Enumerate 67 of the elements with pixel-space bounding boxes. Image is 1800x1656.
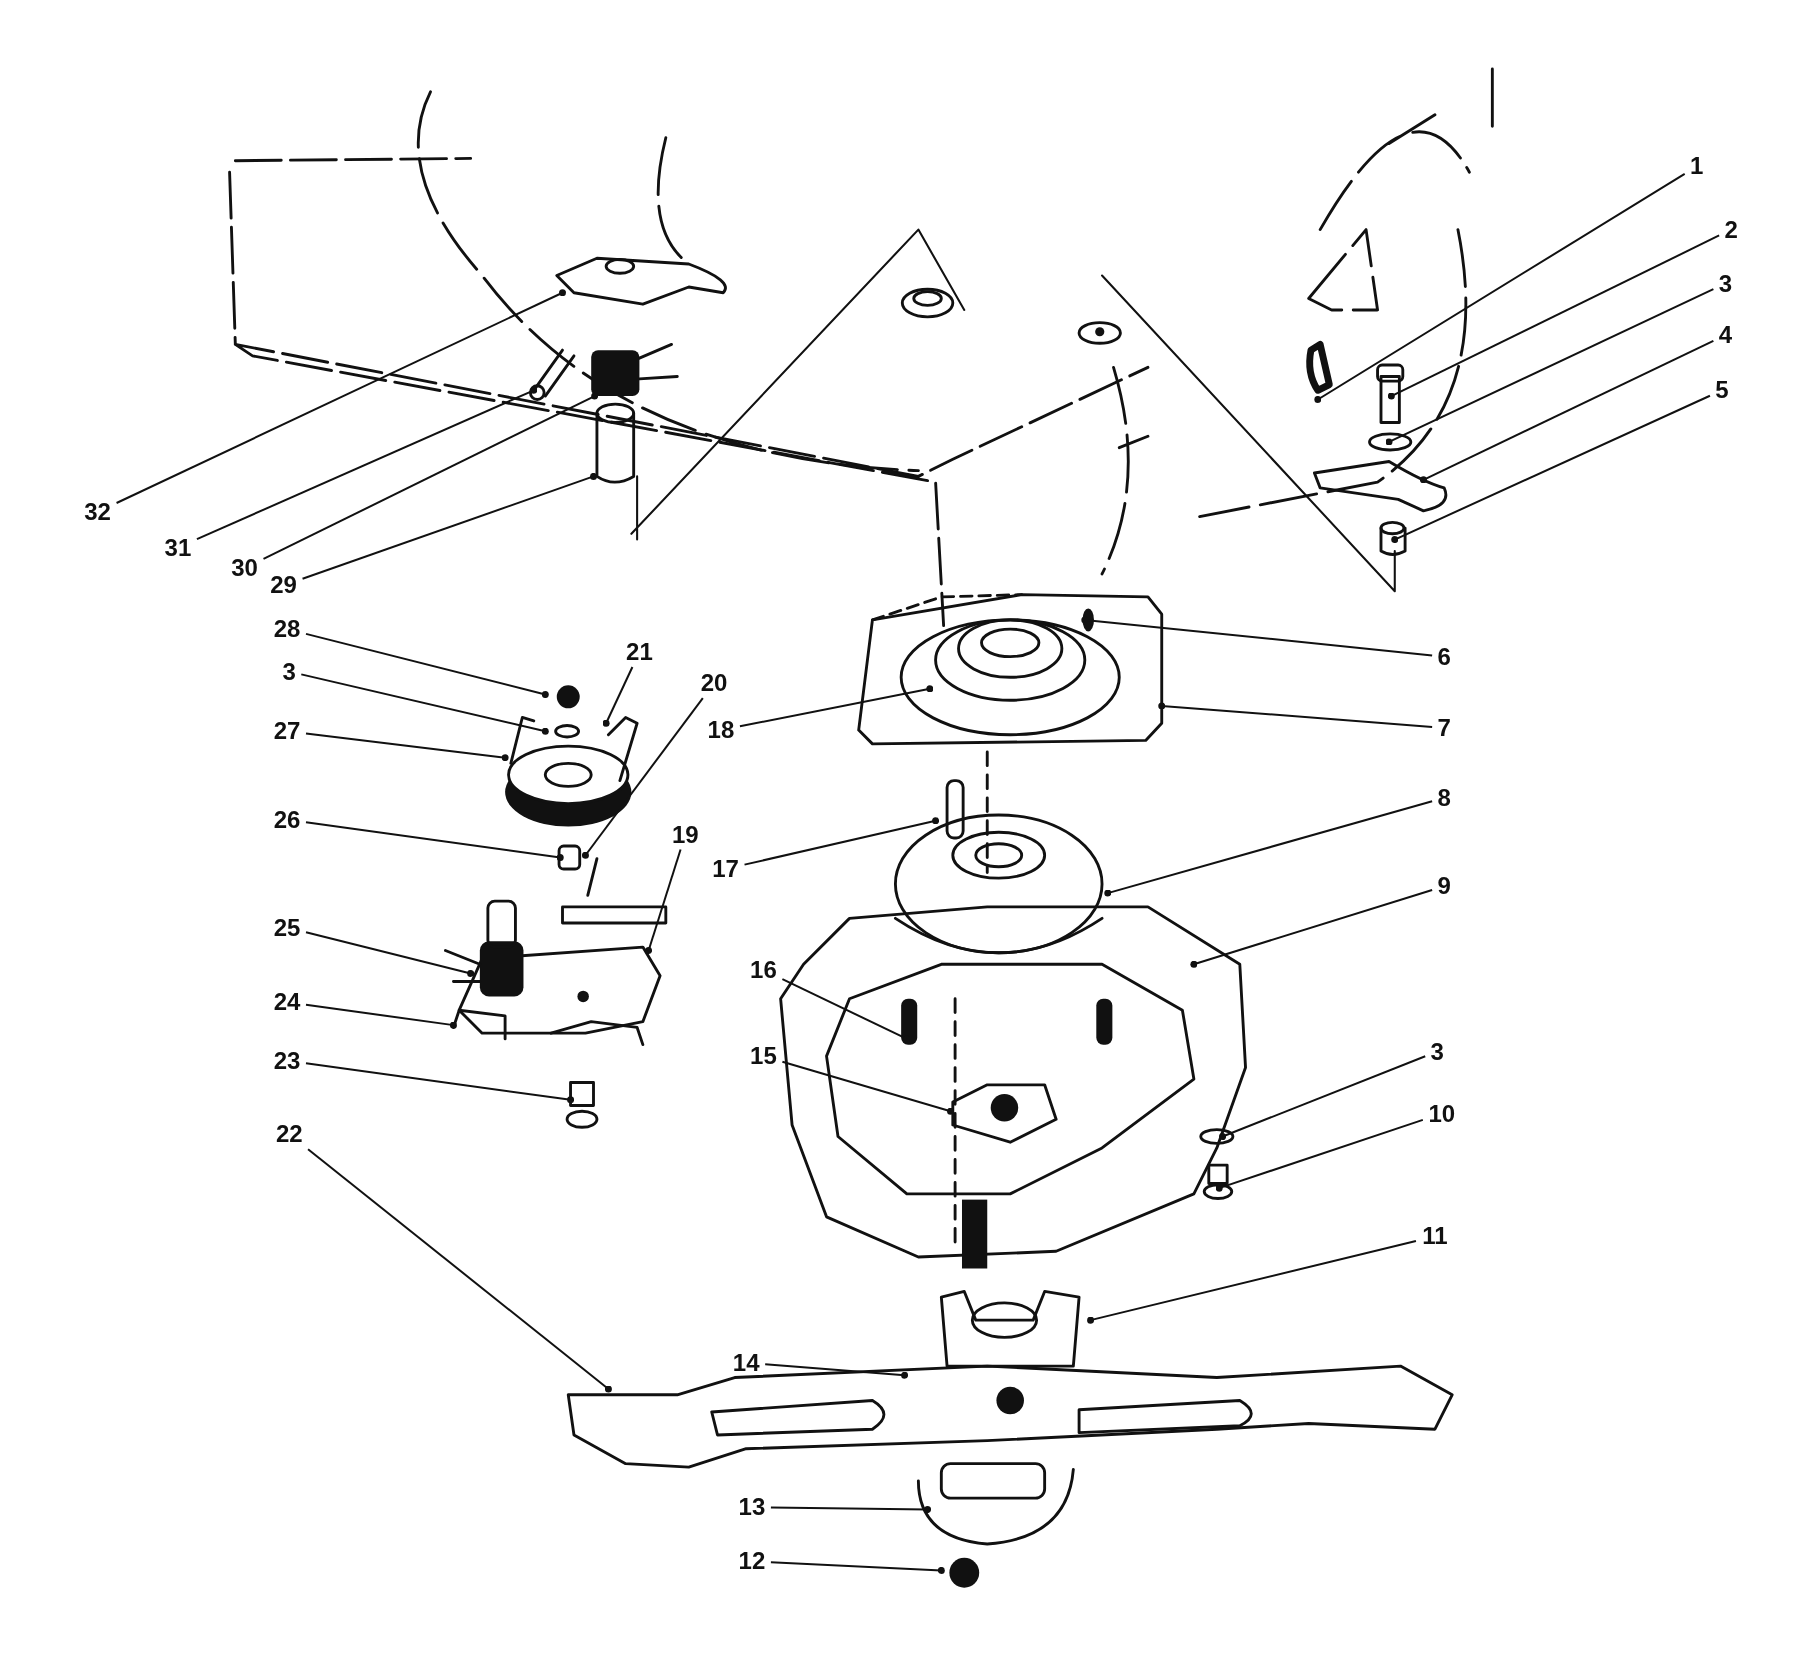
leader-line [307,1148,612,1393]
leader-line [1158,702,1434,728]
leader-line [769,1506,932,1514]
callout-number: 30 [225,553,264,584]
callout-number: 4 [1713,320,1738,351]
callout-number: 3 [1713,268,1738,299]
callout-number: 27 [268,716,306,747]
leader-line [305,632,549,698]
callout-number: 31 [158,532,197,563]
leader-line [1314,172,1686,403]
callout-number: 6 [1432,641,1457,672]
callout-number: 8 [1432,782,1457,813]
leader-line [305,821,564,862]
callout-number: 20 [695,668,733,699]
leader-line [1087,1240,1417,1324]
callout-number: 32 [78,497,117,527]
callout-number: 10 [1422,1098,1461,1129]
callout-number: 15 [744,1041,783,1072]
callout-number: 18 [701,715,740,746]
callout-number: 9 [1432,871,1457,902]
callout-number: 17 [706,854,745,884]
leader-line [301,472,597,580]
leader-line [602,666,634,727]
callout-number: 3 [1425,1036,1450,1067]
leader-line [1219,1055,1427,1140]
leader-line [1391,394,1711,544]
leader-line [581,697,704,859]
callout-number: 12 [732,1546,771,1577]
leader-line [305,931,475,977]
leader-line [1387,234,1721,400]
leader-line [781,1060,954,1115]
callout-number: 26 [268,804,306,835]
callout-number: 7 [1432,712,1457,743]
callout-number: 5 [1709,375,1734,406]
leader-line [1385,288,1715,446]
leader-line [1104,800,1434,897]
leader-line [743,817,940,866]
callout-number: 19 [666,819,705,850]
callout-number: 23 [268,1045,306,1076]
callout-number: 16 [744,955,783,985]
callout-number: 24 [268,987,306,1018]
leader-line [305,1062,575,1104]
leader-line [769,1561,945,1574]
leader-line [1215,1118,1424,1192]
leader-line [305,1003,457,1029]
callout-number: 1 [1684,151,1709,182]
callout-number: 3 [277,656,302,687]
callout-number: 13 [732,1492,771,1523]
leader-line [645,848,682,954]
callout-number: 25 [268,912,306,943]
leader-line [195,386,538,541]
callout-number: 22 [270,1119,309,1150]
leader-line [262,392,599,560]
leader-line [1419,339,1715,484]
leader-line [115,289,566,505]
callout-number: 11 [1415,1221,1454,1252]
callout-number: 21 [620,637,659,668]
callout-number: 14 [727,1347,766,1378]
leader-line [1081,616,1434,657]
callout-number: 2 [1719,214,1744,245]
leader-line [1190,888,1434,968]
callout-number: 29 [264,570,303,601]
leader-line [764,1363,909,1379]
leader-line [738,685,934,728]
callout-number: 28 [268,614,306,645]
leader-line [300,673,549,735]
leader-line [305,732,509,762]
